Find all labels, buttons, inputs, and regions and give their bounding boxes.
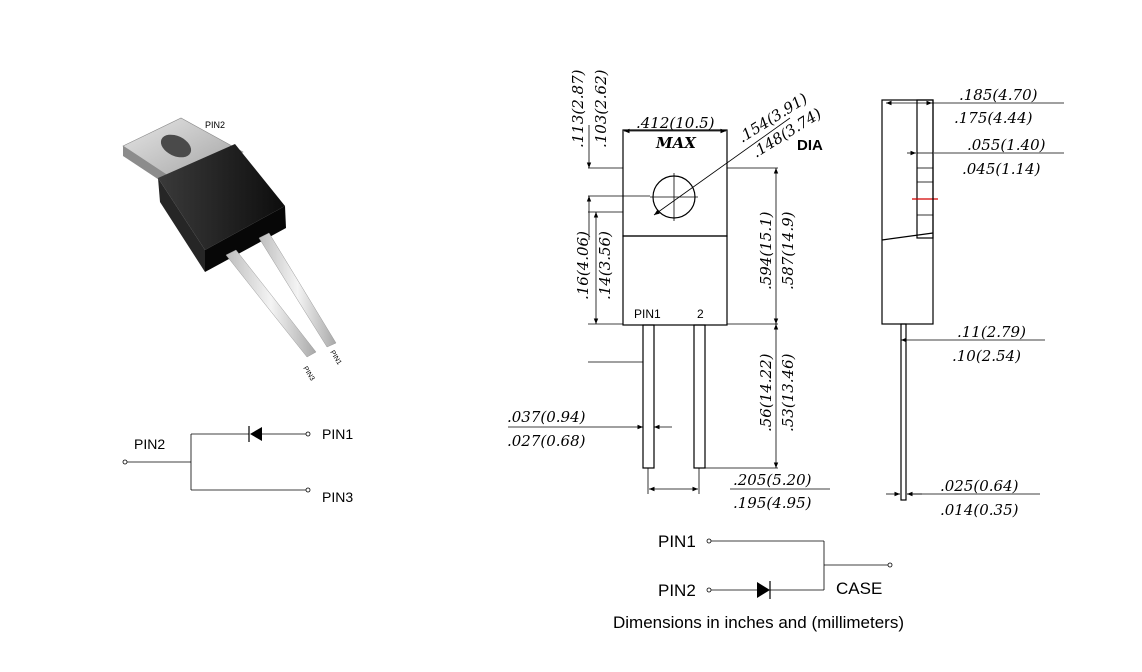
diode-icon <box>250 427 262 441</box>
dim-53: .53(13.46) <box>779 353 797 432</box>
photo-pin2-label: PIN2 <box>205 120 225 130</box>
dim-027: .027(0.68) <box>507 432 586 450</box>
dim-175: .175(4.44) <box>954 109 1033 127</box>
dim-045: .045(1.14) <box>962 160 1041 178</box>
dim-195: .195(4.95) <box>733 494 812 512</box>
side-view-drawing: .185(4.70) .175(4.44) .055(1.40) .045(1.… <box>881 86 1064 519</box>
dim-16: .16(4.06) <box>574 231 592 300</box>
dim-587: .587(14.9) <box>779 211 797 290</box>
dim-185: .185(4.70) <box>959 86 1038 104</box>
drawing-pin2-label: 2 <box>697 307 704 321</box>
dim-014: .014(0.35) <box>940 501 1019 519</box>
dim-205: .205(5.20) <box>733 471 812 489</box>
dia-label: DIA <box>797 137 823 154</box>
dim-113: .113(2.87) <box>569 69 587 148</box>
schematic2-pin1-label: PIN1 <box>658 532 696 551</box>
left-schematic: PIN2 PIN1 PIN3 <box>122 426 353 505</box>
dim-103: .103(2.62) <box>592 69 610 148</box>
dim-594: .594(15.1) <box>757 211 775 290</box>
caption: Dimensions in inches and (millimeters) <box>613 613 904 632</box>
front-view-drawing: PIN1 2 <box>507 69 830 512</box>
photo-pin3-label: PIN3 <box>301 365 315 382</box>
photo-pin1-label: PIN1 <box>328 349 342 366</box>
schematic-pin3-label: PIN3 <box>322 489 353 505</box>
max-label: MAX <box>655 134 697 152</box>
diode-icon <box>757 582 770 598</box>
schematic-pin1-label: PIN1 <box>322 426 353 442</box>
schematic2-pin2-label: PIN2 <box>658 581 696 600</box>
right-schematic: PIN1 PIN2 CASE <box>658 532 893 600</box>
dim-10: .10(2.54) <box>952 347 1021 365</box>
dim-055: .055(1.40) <box>967 136 1046 154</box>
dim-11: .11(2.79) <box>957 323 1026 341</box>
dim-037: .037(0.94) <box>507 408 586 426</box>
dim-025: .025(0.64) <box>940 477 1019 495</box>
dim-412: .412(10.5) <box>636 114 715 132</box>
schematic-pin2-label: PIN2 <box>134 436 165 452</box>
case-label: CASE <box>836 579 882 598</box>
component-photo: PIN2 PIN3 PIN1 <box>122 117 343 382</box>
drawing-pin1-label: PIN1 <box>634 307 661 321</box>
dim-56: .56(14.22) <box>757 353 775 432</box>
dim-14: .14(3.56) <box>596 231 614 300</box>
